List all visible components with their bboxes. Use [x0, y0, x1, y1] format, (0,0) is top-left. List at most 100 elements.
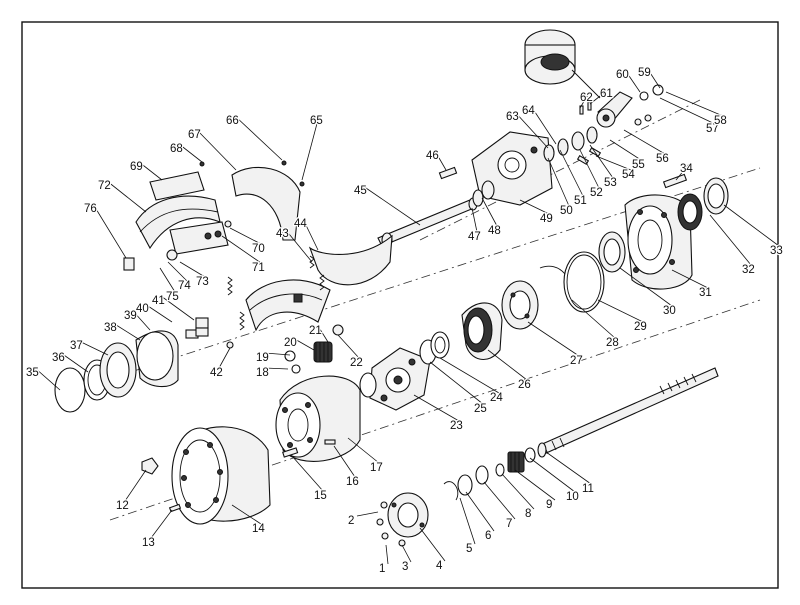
bearing-cup [598, 231, 626, 273]
leader-line-7 [483, 481, 516, 520]
thrust-washers [359, 331, 450, 398]
callout-45: 45 [354, 185, 367, 197]
pins-rollers [123, 160, 305, 349]
callout-71: 71 [252, 262, 265, 274]
end-cover [376, 492, 429, 547]
callout-23: 23 [450, 420, 463, 432]
callout-25: 25 [474, 403, 487, 415]
callout-41: 41 [152, 295, 165, 307]
slack-adjuster [596, 91, 633, 128]
leader-line-32 [709, 214, 752, 266]
leader-line-50 [547, 157, 570, 207]
leader-line-61 [589, 88, 610, 105]
callout-58: 58 [714, 115, 727, 127]
leader-line-29 [597, 299, 644, 323]
callout-56: 56 [656, 153, 669, 165]
leader-line-42 [218, 347, 231, 369]
axle-shaft [537, 367, 719, 458]
callout-65: 65 [310, 115, 323, 127]
leader-line-31 [671, 269, 709, 289]
leader-line-5 [459, 497, 476, 545]
callout-43: 43 [276, 228, 289, 240]
callout-16: 16 [346, 476, 359, 488]
leader-line-56 [623, 129, 666, 155]
callout-32: 32 [742, 264, 755, 276]
leader-line-49 [519, 199, 550, 215]
callout-10: 10 [566, 491, 579, 503]
callout-39: 39 [124, 310, 137, 322]
callout-19: 19 [256, 352, 269, 364]
leader-line-46 [434, 150, 447, 171]
leader-line-20 [292, 337, 315, 351]
callout-18: 18 [256, 367, 269, 379]
leader-line-47 [471, 207, 478, 233]
planet-carrier [369, 347, 431, 411]
leader-line-13 [150, 509, 173, 539]
callout-4: 4 [436, 560, 443, 572]
leader-line-22 [337, 334, 360, 359]
wheel-hub [624, 194, 693, 290]
leader-line-55 [609, 139, 642, 161]
callout-57: 57 [706, 123, 719, 135]
callout-12: 12 [116, 500, 129, 512]
leader-line-67 [196, 129, 237, 171]
callout-66: 66 [226, 115, 239, 127]
axis-line-upper [419, 99, 701, 241]
ring-gear-hub [501, 280, 539, 330]
leader-line-19 [264, 352, 291, 356]
leader-line-18 [264, 367, 289, 370]
callout-6: 6 [485, 530, 491, 542]
leader-line-6 [465, 491, 495, 532]
leader-line-35 [34, 367, 61, 391]
leader-line-68 [178, 143, 203, 163]
callout-35: 35 [26, 367, 39, 379]
callout-53: 53 [604, 177, 617, 189]
ring-gear [461, 302, 503, 360]
leader-line-17 [347, 437, 380, 464]
callout-50: 50 [560, 205, 573, 217]
leader-line-10 [529, 457, 576, 493]
bearings-right [662, 173, 729, 231]
callout-27: 27 [570, 355, 583, 367]
leader-line-1 [385, 544, 389, 565]
callout-33: 33 [770, 245, 783, 257]
leader-line-41 [160, 295, 195, 321]
leader-line-14 [231, 504, 262, 525]
leader-line-30 [619, 267, 673, 307]
callout-38: 38 [104, 322, 117, 334]
leader-line-48 [481, 197, 498, 227]
leader-line-34 [675, 163, 690, 181]
callout-72: 72 [98, 180, 111, 192]
callout-30: 30 [663, 305, 676, 317]
leader-line-21 [317, 325, 329, 343]
leader-line-9 [514, 469, 556, 501]
callout-49: 49 [540, 213, 553, 225]
callout-37: 37 [70, 340, 83, 352]
callout-24: 24 [490, 392, 503, 404]
callout-73: 73 [196, 276, 209, 288]
callout-48: 48 [488, 225, 501, 237]
callout-63: 63 [506, 111, 519, 123]
leader-lines [34, 67, 780, 565]
callout-47: 47 [468, 231, 481, 243]
callout-5: 5 [466, 543, 472, 555]
leader-line-72 [106, 180, 147, 213]
callout-40: 40 [136, 303, 149, 315]
leader-line-58 [665, 91, 724, 117]
callout-26: 26 [518, 379, 531, 391]
leader-line-8 [501, 473, 535, 510]
callout-17: 17 [370, 462, 383, 474]
leader-line-75 [159, 267, 176, 293]
callout-9: 9 [546, 499, 552, 511]
planet-gear [284, 324, 344, 374]
leader-line-24 [439, 357, 500, 394]
callout-76: 76 [84, 203, 97, 215]
callout-55: 55 [632, 159, 645, 171]
callout-3: 3 [402, 561, 408, 573]
springs [227, 255, 325, 331]
leader-line-63 [514, 111, 549, 149]
callout-1: 1 [379, 563, 385, 575]
leader-line-12 [124, 469, 147, 502]
